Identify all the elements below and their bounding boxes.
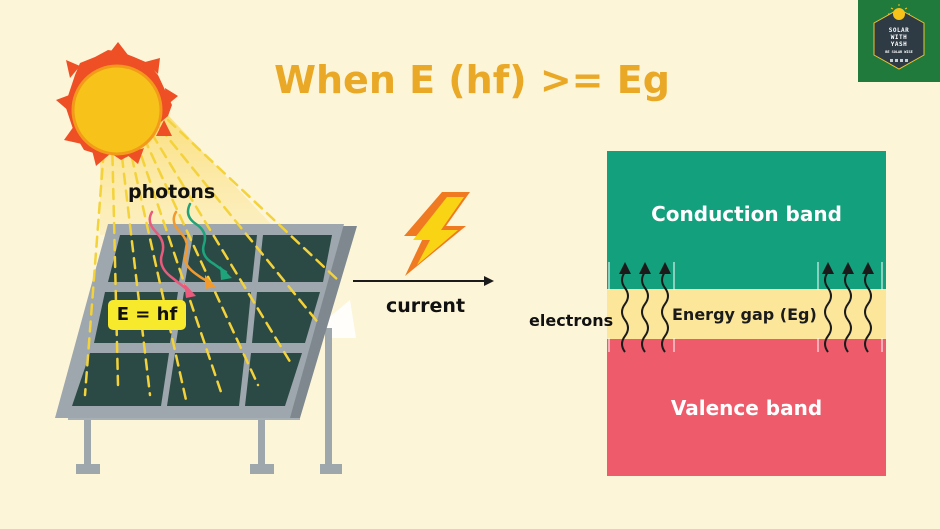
logo-text-line2: WITH [890, 34, 908, 41]
electron-arrows [619, 262, 874, 353]
energy-equation-badge: E = hf [108, 300, 186, 330]
conduction-band-label: Conduction band [651, 202, 842, 226]
panel-side-rail [287, 226, 357, 418]
current-label: current [386, 295, 466, 317]
energy-gap-label: Energy gap (Eg) [672, 305, 817, 324]
photons-label: photons [128, 181, 216, 203]
page-title: When E (hf) >= Eg [274, 58, 670, 102]
lightning-bolt-icon [404, 192, 470, 276]
conduction-band [607, 151, 886, 289]
logo-text-line3: YASH [890, 41, 908, 48]
logo-text-line1: SOLAR [888, 27, 910, 34]
logo-tagline: BE SOLAR WISE [885, 50, 913, 54]
arrow-right-icon [353, 276, 494, 286]
logo-badge-icon [858, 0, 940, 82]
energy-gap-band [607, 289, 886, 339]
valence-band [607, 339, 886, 476]
band-diagram [607, 151, 886, 476]
sun-icon [56, 42, 178, 166]
photon-arrows [148, 202, 232, 298]
photon-rays [83, 118, 342, 402]
valence-band-label: Valence band [670, 396, 823, 420]
electron-arrow-icon [621, 271, 872, 353]
electrons-label: electrons [529, 311, 614, 330]
